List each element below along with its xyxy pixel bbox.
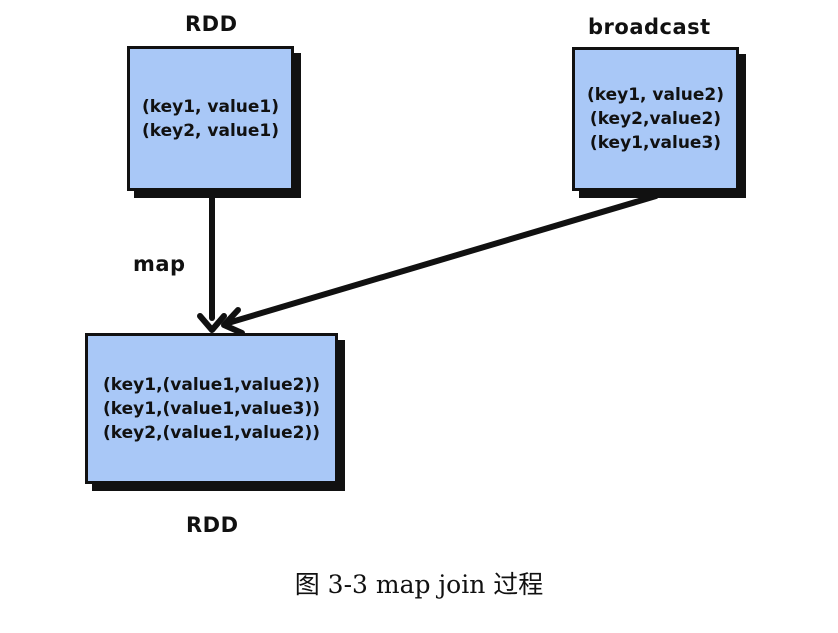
rdd-top-line: (key2, value1) bbox=[141, 120, 280, 141]
rdd-top-line: (key1, value1) bbox=[141, 96, 280, 117]
rdd-bottom-line: (key1,(value1,value3)) bbox=[103, 398, 320, 419]
broadcast-title: broadcast bbox=[588, 15, 711, 39]
figure-caption: 图 3-3 map join 过程 bbox=[294, 570, 544, 599]
broadcast-line: (key2,value2) bbox=[589, 109, 722, 129]
rdd-bottom-line: (key1,(value1,value2)) bbox=[103, 374, 320, 395]
rdd-bottom-box: (key1,(value1,value2)) (key1,(value1,val… bbox=[85, 333, 338, 484]
broadcast-line: (key1,value3) bbox=[589, 133, 722, 153]
rdd-bottom-line: (key2,(value1,value2)) bbox=[103, 422, 320, 443]
broadcast-arrow bbox=[225, 193, 659, 326]
rdd-top-title: RDD bbox=[185, 12, 238, 36]
broadcast-arrow-head bbox=[221, 307, 245, 336]
rdd-bottom-title: RDD bbox=[186, 513, 239, 537]
rdd-top-box: (key1, value1) (key2, value1) bbox=[127, 46, 294, 191]
map-label: map bbox=[133, 252, 186, 276]
broadcast-box: (key1, value2) (key2,value2) (key1,value… bbox=[572, 47, 739, 191]
broadcast-line: (key1, value2) bbox=[586, 85, 725, 105]
map-arrow-head bbox=[197, 313, 227, 333]
